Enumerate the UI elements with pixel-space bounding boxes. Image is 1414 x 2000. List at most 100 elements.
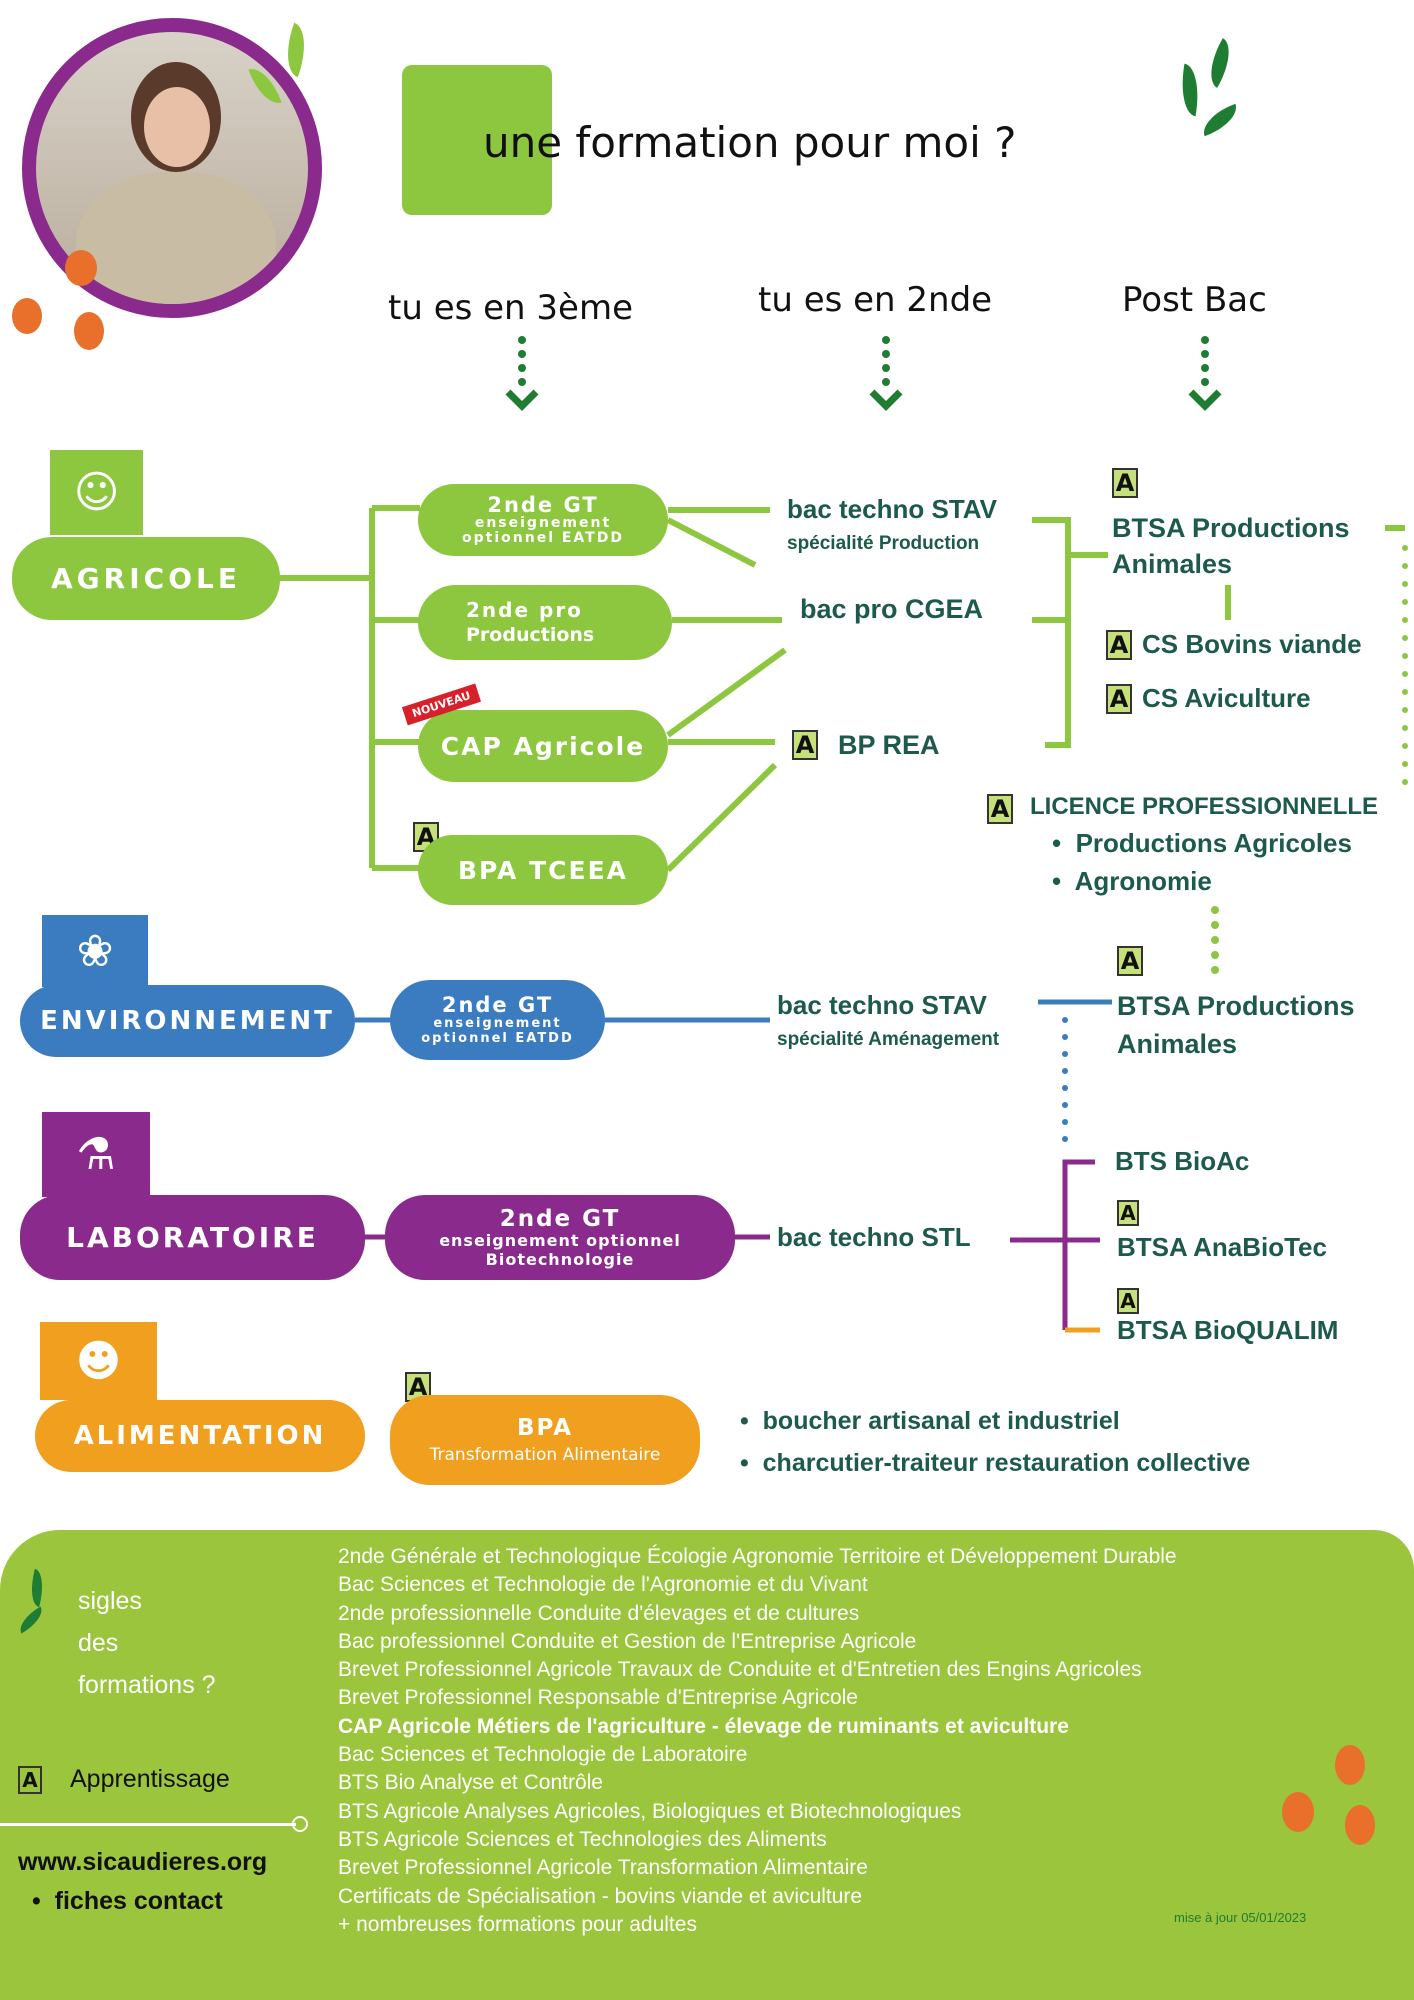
licence-item-label: Productions Agricoles	[1075, 828, 1352, 858]
formation-cap-agricole[interactable]: CAP Agricole	[418, 710, 668, 782]
formation-bpa-transformation[interactable]: BPA Transformation Alimentaire	[390, 1395, 700, 1485]
category-label: ENVIRONNEMENT	[40, 1006, 335, 1036]
formation-2nde-pro[interactable]: 2nde pro Productions	[418, 585, 672, 660]
category-environnement[interactable]: ENVIRONNEMENT	[20, 985, 355, 1057]
apprentissage-badge: A	[1117, 1288, 1139, 1314]
bp-rea[interactable]: BP REA	[838, 730, 940, 760]
contact-link[interactable]: • fiches contact	[32, 1887, 223, 1915]
cs-bovins-viande[interactable]: CS Bovins viande	[1142, 629, 1362, 659]
formation-title: Animales	[1117, 1029, 1238, 1059]
apprentissage-legend: Apprentissage	[70, 1765, 230, 1793]
formation-title: 2nde pro	[466, 598, 583, 623]
sigle-definition: CAP Agricole Métiers de l'agriculture - …	[338, 1714, 1069, 1738]
formation-2nde-gt-laboratoire[interactable]: 2nde GT enseignement optionnel Biotechno…	[385, 1195, 735, 1280]
formation-title: BPA	[516, 1415, 574, 1441]
sigles-heading: sigles des formations ?	[78, 1580, 216, 1706]
formation-title: CAP Agricole	[440, 731, 646, 761]
contact-label: fiches contact	[54, 1887, 223, 1915]
column-header-postbac: Post Bac	[1122, 280, 1267, 320]
column-header-3eme: tu es en 3ème	[388, 288, 633, 328]
category-agricole[interactable]: AGRICOLE	[12, 537, 280, 620]
formation-title: BPA TCEEA	[457, 855, 629, 885]
sigle-definition: Bac professionnel Conduite et Gestion de…	[338, 1629, 917, 1653]
sigle-definition: Bac Sciences et Technologie de Laboratoi…	[338, 1743, 748, 1767]
update-date: mise à jour 05/01/2023	[1174, 1910, 1307, 1925]
sigle-definition: 2nde professionnelle Conduite d'élevages…	[338, 1601, 860, 1625]
leaf-icon	[25, 1568, 49, 1608]
dotted-arrows	[505, 336, 1222, 411]
btsa-anabiotec[interactable]: BTSA AnaBioTec	[1117, 1232, 1327, 1262]
formation-title: Animales	[1112, 549, 1233, 579]
formation-title: 2nde GT	[441, 993, 554, 1018]
connector-lines	[280, 505, 1408, 1333]
orange-dot	[1282, 1792, 1314, 1832]
column-header-2nde: tu es en 2nde	[758, 280, 993, 320]
alimentation-item-label: boucher artisanal et industriel	[762, 1407, 1120, 1435]
bts-bioac[interactable]: BTS BioAc	[1115, 1146, 1250, 1176]
apprentissage-badge: A	[1117, 1200, 1139, 1226]
formation-subtitle: enseignement	[433, 1016, 562, 1032]
formation-subtitle: optionnel EATDD	[421, 1030, 574, 1046]
formation-subtitle: enseignement	[474, 515, 612, 532]
footer-panel: sigles des formations ? A Apprentissage …	[0, 1530, 1414, 2000]
orange-dot	[74, 312, 104, 350]
licence-item-label: Agronomie	[1074, 866, 1212, 896]
leaf-icon	[14, 1606, 48, 1634]
sigle-definition: BTS Bio Analyse et Contrôle	[338, 1771, 603, 1795]
category-label: AGRICOLE	[51, 562, 241, 595]
apprentissage-badge: A	[987, 794, 1013, 824]
cs-aviculture[interactable]: CS Aviculture	[1142, 683, 1311, 713]
licence-item: • Agronomie	[1052, 866, 1212, 896]
divider	[0, 1823, 296, 1826]
title-rest: formation pour moi ?	[562, 118, 1017, 167]
apprentissage-badge: A	[1112, 468, 1138, 498]
sigle-definition: 2nde Générale et Technologique Écologie …	[338, 1545, 1177, 1568]
sigle-definition: Brevet Professionnel Agricole Transforma…	[338, 1856, 868, 1880]
sigle-definition: Bac Sciences et Technologie de l'Agronom…	[338, 1573, 868, 1597]
apprentissage-badge: A	[1106, 684, 1132, 714]
alimentation-item: • charcutier-traiteur restauration colle…	[740, 1449, 1251, 1477]
formation-subtitle: Transformation Alimentaire	[429, 1444, 661, 1465]
orange-dot	[1345, 1805, 1375, 1845]
apprentissage-badge: A	[792, 730, 818, 760]
licence-professionnelle[interactable]: LICENCE PROFESSIONNELLE	[1030, 793, 1379, 820]
formation-subtitle: enseignement optionnel	[439, 1231, 681, 1251]
formation-2nde-gt-environnement[interactable]: 2nde GT enseignement optionnel EATDD	[390, 980, 605, 1060]
title-highlight	[402, 65, 552, 215]
website-link[interactable]: www.sicaudieres.org	[18, 1848, 268, 1876]
category-alimentation[interactable]: ALIMENTATION	[35, 1400, 365, 1472]
formation-2nde-gt-agricole[interactable]: 2nde GT enseignement optionnel EATDD	[418, 484, 668, 556]
sigles-line: sigles	[78, 1587, 142, 1615]
alimentation-item-label: charcutier-traiteur restauration collect…	[762, 1449, 1251, 1477]
sigle-definition: BTS Agricole Sciences et Technologies de…	[338, 1827, 827, 1851]
bac-stl[interactable]: bac techno STL	[777, 1222, 971, 1252]
bac-pro-cgea[interactable]: bac pro CGEA	[800, 594, 984, 624]
formation-bpa-tceea[interactable]: BPA TCEEA	[418, 835, 668, 905]
title-prefix: une	[483, 118, 563, 167]
orange-dot	[1335, 1745, 1365, 1785]
orange-dot	[65, 250, 97, 286]
formation-title: 2nde GT	[499, 1205, 621, 1232]
chef-icon: ☻	[40, 1322, 157, 1400]
farmer-icon: ☺	[50, 450, 143, 535]
arrow-down-icon	[505, 336, 1222, 411]
apprentissage-badge: A	[18, 1766, 42, 1794]
formation-subtitle: spécialité Production	[787, 533, 980, 554]
category-label: ALIMENTATION	[73, 1421, 327, 1451]
alimentation-item: • boucher artisanal et industriel	[740, 1407, 1120, 1435]
licence-item: • Productions Agricoles	[1052, 828, 1352, 858]
orange-dot	[12, 298, 42, 334]
sigle-definition: Brevet Professionnel Responsable d'Entre…	[338, 1686, 858, 1710]
sigle-definition: BTS Agricole Analyses Agricoles, Biologi…	[338, 1799, 962, 1823]
category-laboratoire[interactable]: LABORATOIRE	[20, 1195, 365, 1280]
bac-stav-production[interactable]: bac techno STAV spécialité Production	[787, 494, 997, 556]
formation-title: bac techno STAV	[787, 494, 997, 524]
formation-subtitle: Biotechnologie	[485, 1249, 635, 1269]
apprentissage-badge: A	[1106, 630, 1132, 660]
formation-title: bac techno STAV	[777, 990, 987, 1020]
btsa-bioqualim[interactable]: BTSA BioQUALIM	[1117, 1315, 1339, 1345]
nature-icon: ❀	[42, 915, 148, 987]
